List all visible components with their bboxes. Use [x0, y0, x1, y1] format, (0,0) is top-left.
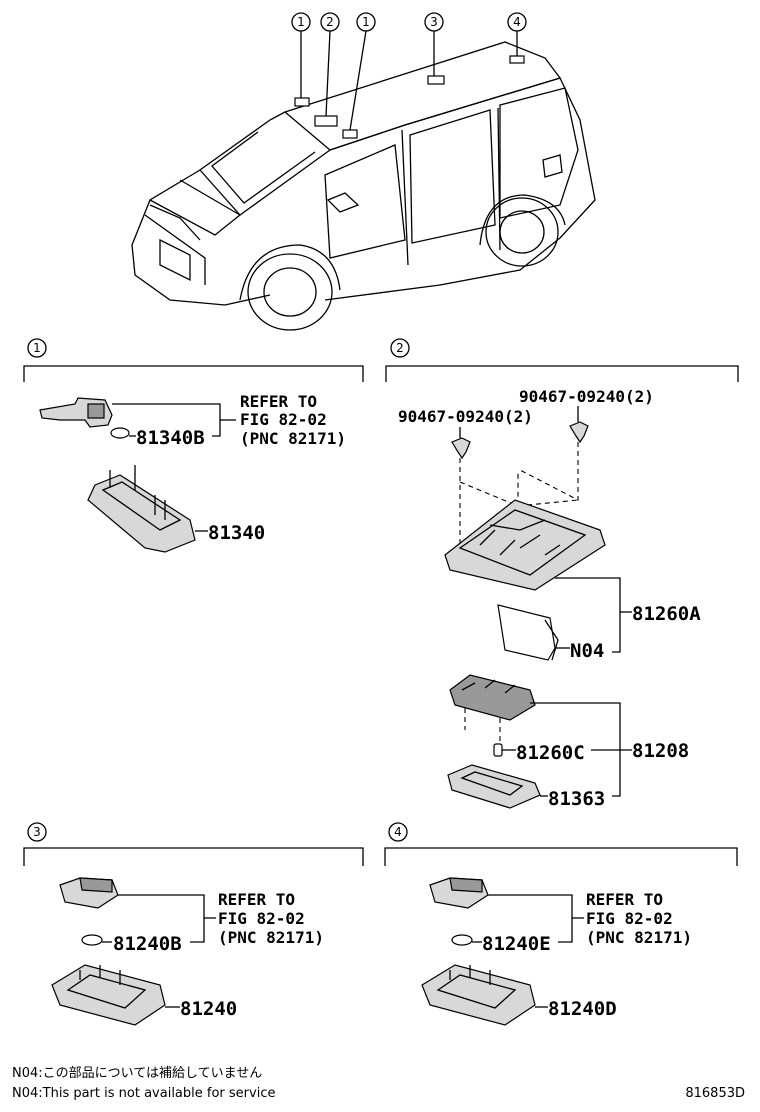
clip-left-icon: [451, 437, 471, 460]
svg-text:1: 1: [297, 15, 305, 29]
lamp-81240-icon: [51, 964, 166, 1026]
part-81240-label: 81240: [180, 998, 237, 1020]
section-3-marker-label: 3: [33, 825, 41, 839]
part-81208-label: 81208: [632, 740, 689, 762]
section-2: 2 90467-09240(2) 90467-09240(2) 81260A N…: [385, 338, 739, 810]
part-81260C-label: 81260C: [516, 742, 585, 764]
section-2-bracket: [385, 365, 739, 382]
svg-text:1: 1: [362, 15, 370, 29]
refer-4-line-1: REFER TO: [586, 890, 663, 909]
refer-3-line-2: FIG 82-02: [218, 909, 305, 928]
lens-N04-icon: [497, 604, 556, 661]
part-81260A-label: 81260A: [632, 603, 701, 625]
callout-1b: 1: [356, 12, 376, 32]
bulb-81260C-icon: [493, 743, 503, 757]
cover-81363-icon: [447, 764, 541, 809]
clip-left-label: 90467-09240(2): [398, 407, 533, 426]
clip-right-label: 90467-09240(2): [519, 387, 654, 406]
note-english: N04:This part is not available for servi…: [12, 1086, 275, 1101]
callout-1a: 1: [291, 12, 311, 32]
section-1-bracket: [23, 365, 364, 382]
section-4: 4 81240E REFER TO FIG 82-02 (PNC 82171) …: [384, 822, 738, 1026]
section-4-marker-label: 4: [394, 825, 402, 839]
callout-3: 3: [424, 12, 444, 32]
section-3-bracket: [23, 847, 364, 866]
section-3-marker: [27, 822, 47, 842]
svg-text:2: 2: [326, 15, 334, 29]
section-1-marker: [27, 338, 47, 358]
part-81340-label: 81340: [208, 522, 265, 544]
figure-id: 816853D: [685, 1086, 745, 1101]
part-81240E-label: 81240E: [482, 933, 551, 955]
bulb-81240B-icon: [81, 934, 103, 946]
refer-4-line-2: FIG 82-02: [586, 909, 673, 928]
bulb-81240E-icon: [451, 934, 473, 946]
callout-2: 2: [320, 12, 340, 32]
refer-4-line-3: (PNC 82171): [586, 928, 692, 947]
lamp-81240D-icon: [421, 964, 536, 1026]
part-81363-label: 81363: [548, 788, 605, 810]
bulb-81340B-icon: [110, 427, 130, 439]
lamp-81340-icon: [87, 474, 196, 553]
section-1: 1 81340B REFER TO FIG 82-02 (PNC 82171) …: [23, 338, 364, 553]
refer-3-line-3: (PNC 82171): [218, 928, 324, 947]
section-2-marker-label: 2: [396, 341, 404, 355]
refer-line-2: FIG 82-02: [240, 410, 327, 429]
note-japanese: N04:この部品については補給していません: [12, 1066, 262, 1081]
part-81340B-label: 81340B: [136, 427, 205, 449]
refer-line-3: (PNC 82171): [240, 429, 346, 448]
section-3: 3 81240B REFER TO FIG 82-02 (PNC 82171) …: [23, 822, 364, 1026]
svg-text:4: 4: [513, 15, 521, 29]
van-illustration: [131, 30, 596, 331]
section-1-marker-label: 1: [33, 341, 41, 355]
section-4-marker: [388, 822, 408, 842]
section-2-marker: [390, 338, 410, 358]
clip-right-icon: [569, 421, 589, 444]
callout-4: 4: [507, 12, 527, 32]
part-81240D-label: 81240D: [548, 998, 617, 1020]
svg-text:3: 3: [430, 15, 438, 29]
refer-line-1: REFER TO: [240, 392, 317, 411]
part-81240B-label: 81240B: [113, 933, 182, 955]
refer-3-line-1: REFER TO: [218, 890, 295, 909]
part-N04-label: N04: [570, 640, 604, 662]
section-4-bracket: [384, 847, 738, 866]
